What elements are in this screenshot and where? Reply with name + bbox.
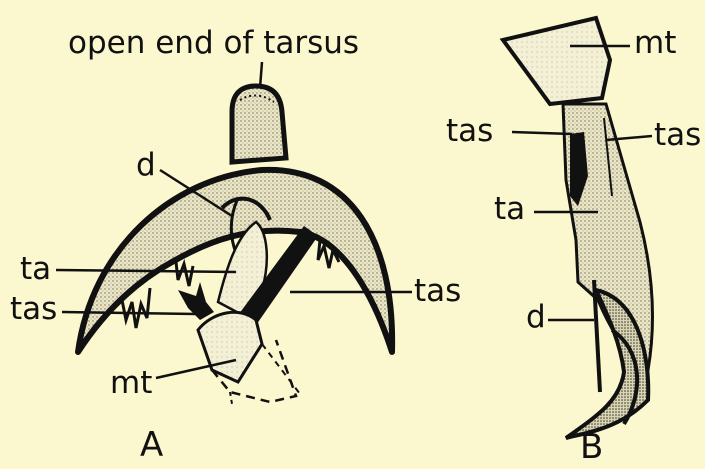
label-d-b: d (526, 302, 546, 333)
panel-a-drawing (56, 62, 412, 404)
label-tas-right-b: tas (654, 120, 701, 151)
label-ta-a: ta (20, 254, 51, 285)
label-ta-b: ta (494, 194, 525, 225)
panel-letter-a: A (140, 428, 163, 462)
panel-b-drawing (503, 18, 653, 438)
label-tas-right-a: tas (414, 276, 461, 307)
label-tas-left-b: tas (446, 116, 493, 147)
label-mt-a: mt (110, 368, 152, 399)
tarsus-open-end (232, 86, 286, 162)
label-tas-left-a: tas (10, 294, 57, 325)
mt-segment (198, 312, 262, 382)
label-open-end-of-tarsus: open end of tarsus (68, 28, 359, 59)
label-mt-b: mt (634, 28, 676, 59)
panel-letter-b: B (580, 430, 603, 464)
label-d-a: d (136, 150, 156, 181)
mt-block-b (503, 18, 610, 104)
